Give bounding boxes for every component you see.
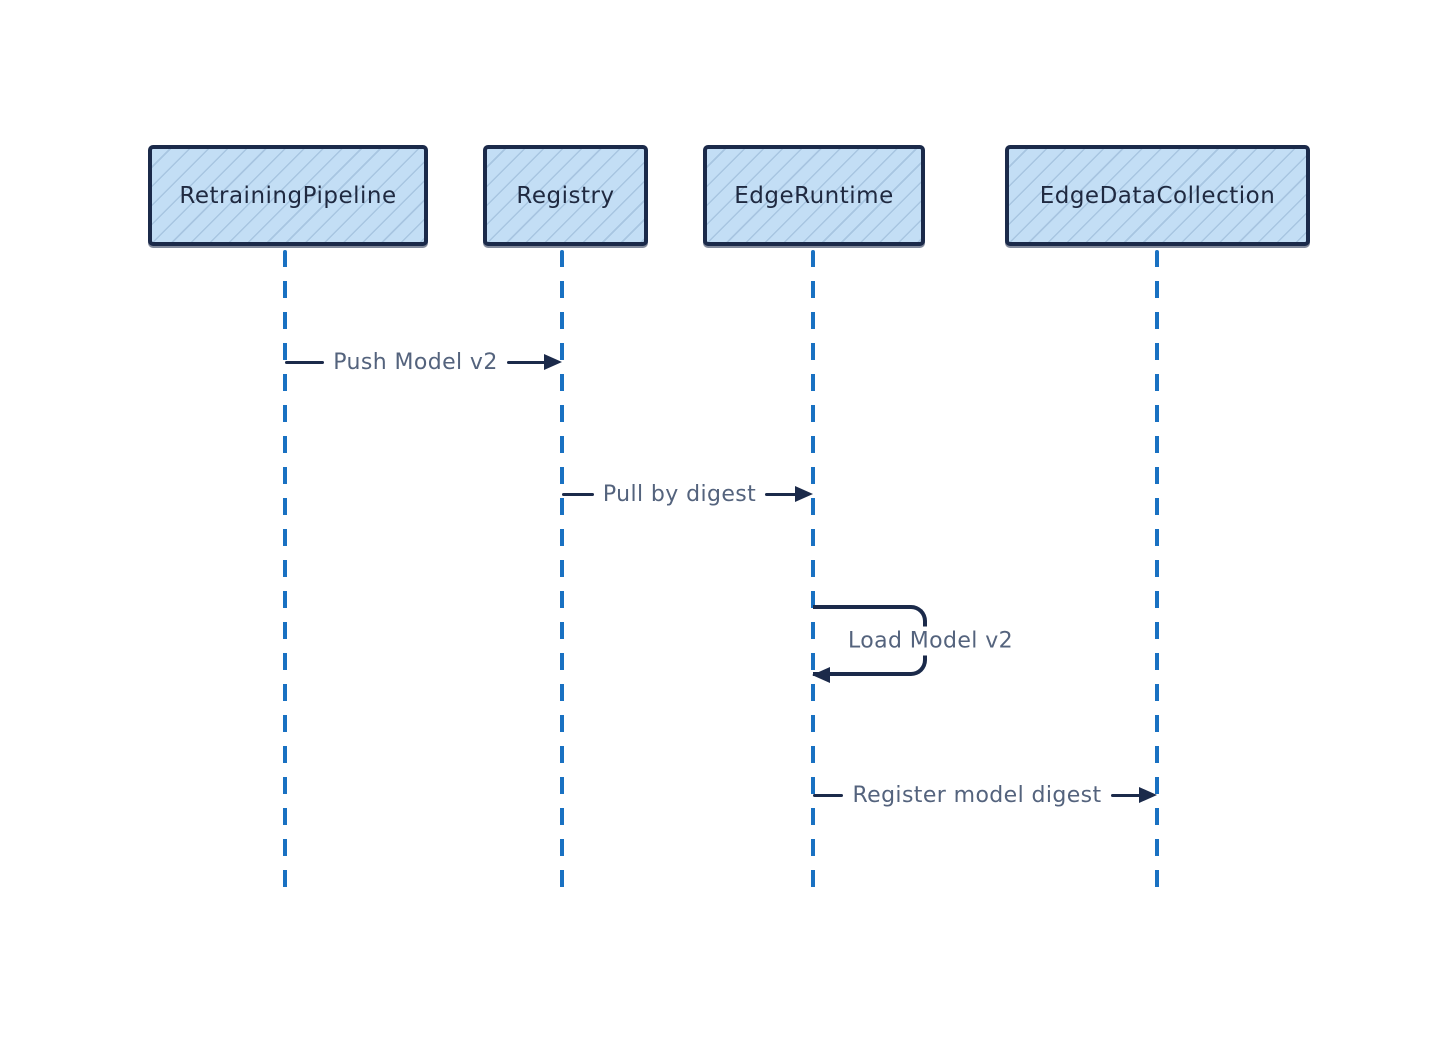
message-push-model-v2: Push Model v2 — [285, 345, 562, 379]
message-pull-by-digest: Pull by digest — [562, 477, 814, 511]
actor-label-registry: Registry — [516, 182, 615, 209]
actor-box-retrainingpipeline: RetrainingPipeline — [148, 145, 428, 246]
message-label: Register model digest — [843, 782, 1111, 808]
lifeline-edgeruntime — [811, 250, 815, 895]
arrowhead-right-icon — [544, 354, 562, 370]
lifeline-registry — [560, 250, 564, 895]
actor-box-edgeruntime: EdgeRuntime — [703, 145, 925, 246]
message-load-model-v2-self-loop: Load Model v2 — [812, 605, 1023, 683]
message-label: Push Model v2 — [324, 349, 507, 375]
arrow-line — [765, 492, 798, 496]
actor-label-retrainingpipeline: RetrainingPipeline — [179, 182, 397, 209]
arrowhead-right-icon — [1139, 787, 1158, 803]
actor-box-registry: Registry — [483, 145, 648, 246]
actor-label-edgedatacollection: EdgeDataCollection — [1039, 182, 1276, 209]
arrowhead-right-icon — [795, 486, 814, 502]
lifeline-edgedatacollection — [1155, 250, 1159, 895]
arrow-line — [1110, 793, 1142, 797]
actor-box-edgedatacollection: EdgeDataCollection — [1005, 145, 1310, 246]
arrowhead-left-icon — [812, 667, 830, 683]
message-label: Load Model v2 — [839, 626, 1023, 655]
message-register-model-digest: Register model digest — [813, 778, 1158, 812]
arrow-line — [506, 360, 546, 364]
arrow-line — [562, 492, 594, 496]
arrow-line — [285, 360, 325, 364]
message-label: Pull by digest — [593, 481, 766, 507]
lifeline-retrainingpipeline — [283, 250, 287, 895]
arrow-line — [813, 793, 844, 797]
actor-label-edgeruntime: EdgeRuntime — [734, 182, 894, 209]
